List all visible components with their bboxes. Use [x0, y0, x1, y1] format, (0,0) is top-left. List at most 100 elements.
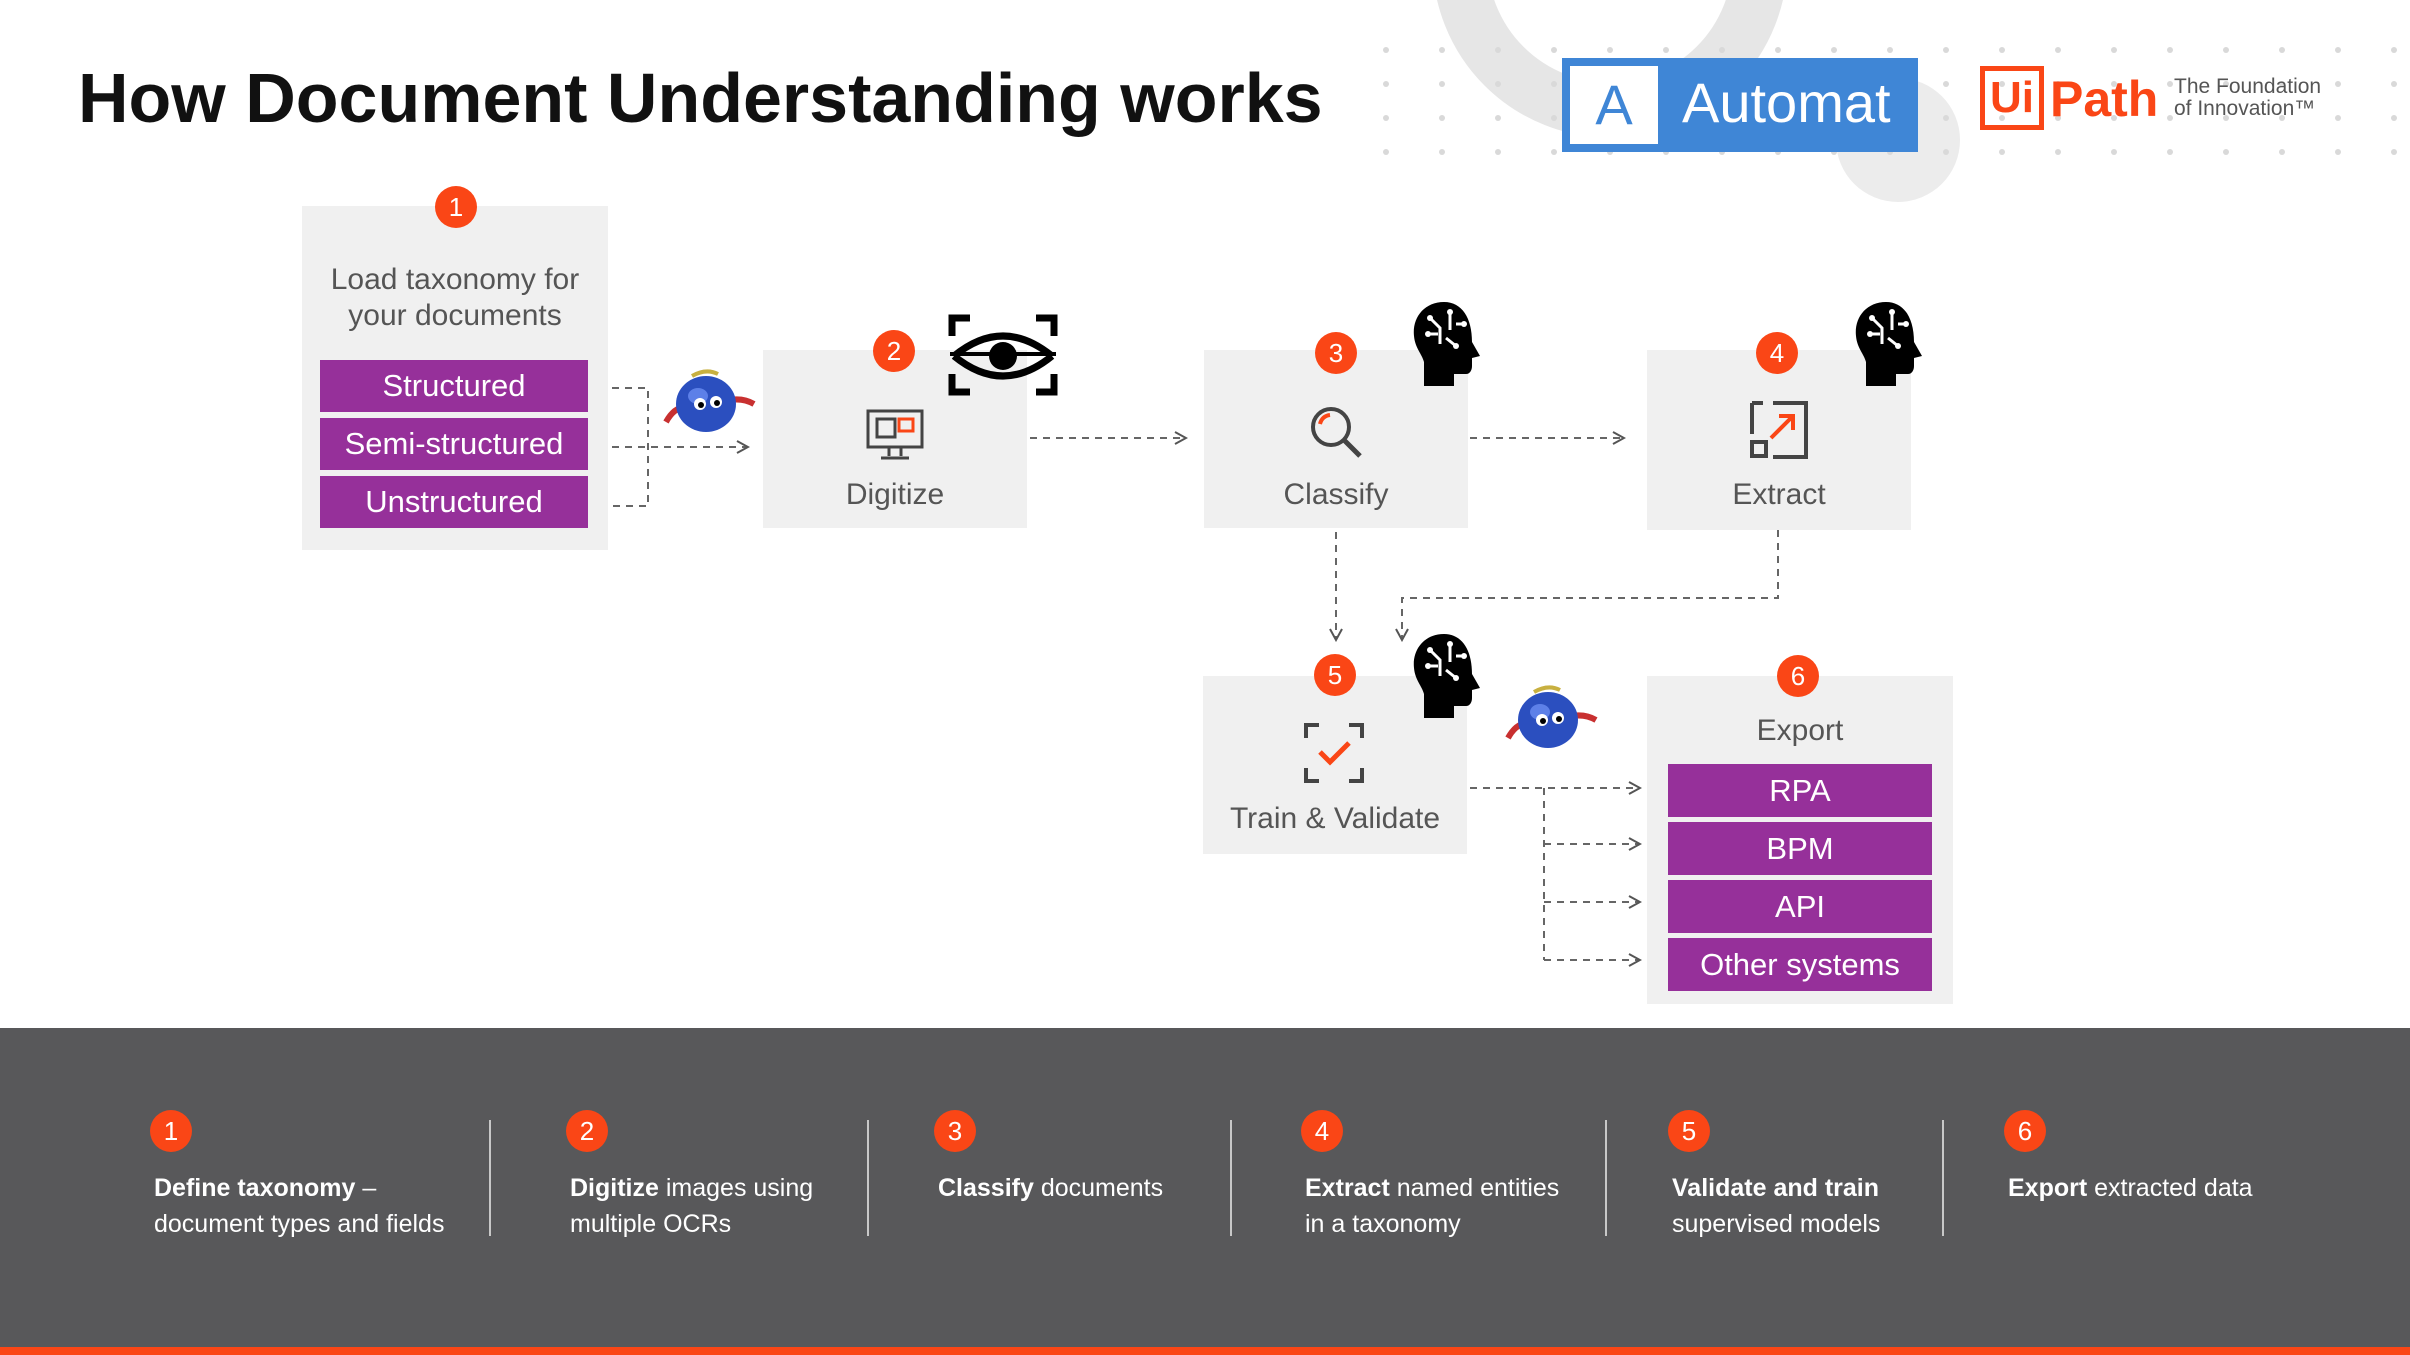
monitor-icon — [866, 409, 924, 460]
summary-5-bold: Validate and train — [1672, 1174, 1880, 1202]
summary-step-6: 6 Export extracted data — [2004, 1110, 2253, 1206]
footer-accent-line — [0, 1347, 2410, 1355]
ai-brain-icon — [1413, 634, 1480, 718]
decor-dot — [2055, 81, 2061, 87]
summary-divider — [1942, 1120, 1944, 1236]
eye-scan-icon — [948, 314, 1058, 396]
decor-dot — [2055, 149, 2061, 155]
uipath-tagline: The Foundation of Innovation™ — [2174, 76, 2321, 120]
summary-badge-5: 5 — [1668, 1110, 1710, 1152]
decor-dot — [2279, 47, 2285, 53]
decor-dot — [1383, 47, 1389, 53]
decor-dot — [2111, 81, 2117, 87]
decor-dot — [2167, 47, 2173, 53]
summary-divider — [1605, 1120, 1607, 1236]
extract-arrow-icon — [1750, 401, 1808, 459]
decor-dot — [2167, 149, 2173, 155]
decor-dot — [2279, 115, 2285, 121]
doc-type-unstructured: Unstructured — [320, 476, 588, 528]
step-1-box: Load taxonomy for your documents Structu… — [302, 206, 608, 550]
decor-dot — [1719, 47, 1725, 53]
decor-dot — [2391, 115, 2397, 121]
doc-type-semi-structured: Semi-structured — [320, 418, 588, 470]
decor-dot — [1383, 81, 1389, 87]
uipath-tagline-line2: of Innovation™ — [2174, 97, 2316, 120]
decor-dot — [1943, 115, 1949, 121]
decor-dot — [1663, 47, 1669, 53]
decor-dot — [1551, 47, 1557, 53]
step-1-label-line1: Load taxonomy for — [330, 263, 580, 296]
summary-badge-1: 1 — [150, 1110, 192, 1152]
validate-check-icon — [1304, 723, 1364, 783]
summary-step-1: 1 Define taxonomy – document types and f… — [150, 1110, 444, 1242]
decor-dot — [1439, 149, 1445, 155]
decor-dot — [2335, 47, 2341, 53]
decor-dot — [1999, 81, 2005, 87]
step-5-badge: 5 — [1314, 654, 1356, 696]
summary-badge-6: 6 — [2004, 1110, 2046, 1152]
step-4-badge: 4 — [1756, 332, 1798, 374]
decor-dot — [2335, 115, 2341, 121]
summary-6-bold: Export — [2008, 1174, 2088, 1202]
export-target-bpm: BPM — [1668, 822, 1932, 875]
summary-step-3: 3 Classify documents — [934, 1110, 1164, 1206]
connector-4-to-5 — [1402, 530, 1779, 640]
summary-step-5: 5 Validate and train supervised models — [1668, 1110, 1881, 1242]
decor-dot — [1607, 47, 1613, 53]
decor-dot — [1831, 47, 1837, 53]
robot-mascot-icon — [663, 369, 756, 432]
decor-dot — [1887, 47, 1893, 53]
summary-divider — [867, 1120, 869, 1236]
decor-dot — [2167, 115, 2173, 121]
summary-5-line2: supervised models — [1672, 1210, 1881, 1238]
step-1-badge: 1 — [435, 186, 477, 228]
decor-dot — [2223, 149, 2229, 155]
step-3-label: Classify — [1283, 478, 1389, 511]
summary-step-2: 2 Digitize images using multiple OCRs — [566, 1110, 813, 1242]
step-2-label: Digitize — [845, 478, 945, 511]
decor-dot — [2279, 81, 2285, 87]
step-5-label: Train & Validate — [1229, 802, 1441, 835]
step-6-label: Export — [1756, 714, 1844, 747]
summary-divider — [1230, 1120, 1232, 1236]
summary-4-bold: Extract — [1305, 1174, 1390, 1202]
export-target-other-systems: Other systems — [1668, 938, 1932, 991]
uipath-logo-ui: Ui — [1990, 73, 2034, 122]
decor-dot — [1439, 47, 1445, 53]
summary-1-bold: Define taxonomy — [154, 1174, 356, 1202]
decor-dot — [1551, 115, 1557, 121]
decor-dot — [1943, 149, 1949, 155]
step-1-label-line2: your documents — [348, 299, 562, 332]
decor-dot — [2167, 81, 2173, 87]
decor-dot — [2111, 47, 2117, 53]
decor-dot — [1495, 47, 1501, 53]
summary-2-bold: Digitize — [570, 1174, 659, 1202]
summary-band — [0, 1028, 2410, 1355]
summary-3-bold: Classify — [938, 1174, 1034, 1202]
decor-dot — [1495, 115, 1501, 121]
decor-dot — [1495, 81, 1501, 87]
step-4-label: Extract — [1732, 478, 1826, 511]
decor-dot — [2223, 115, 2229, 121]
step-2-box: Digitize — [763, 350, 1027, 528]
robot-mascot-icon — [1505, 685, 1598, 748]
decor-dot — [2223, 47, 2229, 53]
decor-dot — [1439, 115, 1445, 121]
decor-dot — [2055, 115, 2061, 121]
step-5-box: Train & Validate — [1203, 676, 1467, 854]
ai-brain-icon — [1413, 302, 1480, 386]
decor-dot — [2391, 149, 2397, 155]
step-2-badge: 2 — [873, 330, 915, 372]
decor-dot — [1439, 81, 1445, 87]
summary-1-rest: – — [355, 1174, 377, 1202]
decor-dot — [1999, 115, 2005, 121]
decor-dot — [1383, 149, 1389, 155]
automat-logo-name: Automat — [1682, 71, 1891, 134]
uipath-logo-box: Ui — [1980, 66, 2044, 130]
magnifier-icon — [1311, 407, 1362, 458]
decor-dot — [1775, 47, 1781, 53]
step-6-badge: 6 — [1777, 655, 1819, 697]
ai-brain-icon — [1855, 302, 1922, 386]
summary-3-rest: documents — [1033, 1174, 1164, 1202]
